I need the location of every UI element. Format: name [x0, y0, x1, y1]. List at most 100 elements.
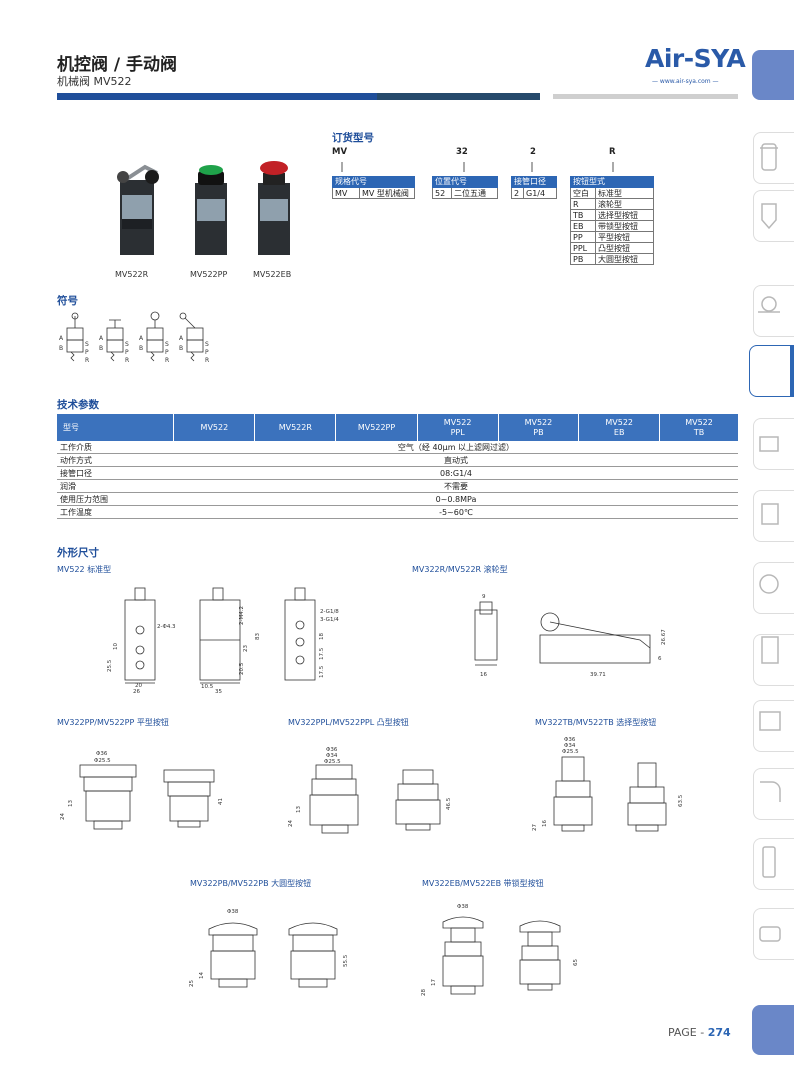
pb-drawings: Φ38 25 14 55.5	[189, 909, 349, 988]
side-icon-filter[interactable]	[753, 132, 794, 184]
button-type-desc: 标准型	[596, 188, 654, 199]
side-icon-solenoid[interactable]	[753, 562, 794, 614]
symbol-letter-b: B	[59, 345, 63, 352]
tech-row-label: 使用压力范围	[57, 492, 174, 506]
symbol-letter-r: R	[85, 357, 89, 364]
dim-text: Φ34	[326, 753, 338, 759]
symbol-letter-s: S	[165, 341, 169, 348]
header-bar-dark	[57, 93, 377, 100]
dim-text: 2-G1/8	[320, 609, 339, 615]
position-code-table: 位置代号 52 二位五通	[432, 176, 498, 199]
tech-header-row: 型号 MV522 MV522R MV522PP MV522 PPL MV522 …	[57, 414, 738, 441]
pp-drawing-label: MV322PP/MV522PP 平型按钮	[57, 718, 169, 727]
page-title: 机控阀 / 手动阀	[57, 55, 178, 75]
roller-drawings: 9 16 26.67 6 39.71	[474, 594, 667, 678]
page-number: PAGE - 274	[668, 1026, 731, 1039]
port-size-desc: G1/4	[524, 188, 557, 199]
symbol-letter-p: P	[205, 349, 209, 356]
side-icon-valve-active[interactable]	[749, 345, 794, 397]
roller-side-view	[539, 612, 651, 664]
spec-code-header: 规格代号	[332, 176, 415, 188]
bottom-tab[interactable]	[752, 1005, 794, 1055]
photo-mv522r	[117, 164, 159, 255]
brand-url: — www.air-sya.com —	[652, 78, 719, 85]
spec-code-table: 规格代号 MV MV 型机械阀	[332, 176, 415, 199]
pb-drawing-label: MV322PB/MV522PB 大圆型按钮	[190, 879, 312, 888]
side-icon-silencer[interactable]	[753, 838, 794, 890]
tech-row-label: 工作温度	[57, 505, 174, 519]
tech-row-label: 润滑	[57, 479, 174, 493]
dim-text: 25.5	[107, 659, 113, 672]
symbol-letter-p: P	[85, 349, 89, 356]
tech-row-label: 工作介质	[57, 441, 174, 454]
tb-drawing-label: MV322TB/MV522TB 选择型按钮	[535, 718, 657, 727]
dim-text: Φ38	[457, 904, 469, 910]
dim-text: 17.5	[319, 665, 325, 678]
symbol-letter-r: R	[125, 357, 129, 364]
tech-table: 型号 MV522 MV522R MV522PP MV522 PPL MV522 …	[57, 414, 738, 519]
dim-text: 14	[199, 972, 205, 979]
symbol-push	[106, 319, 124, 362]
dim-text: 9	[482, 594, 486, 600]
spec-code-key: MV	[332, 188, 360, 199]
dim-text: 23	[243, 645, 249, 652]
tb-drawings: Φ36 Φ34 Φ25.5 27 16 63.5	[532, 737, 684, 832]
std-side-view	[199, 587, 241, 684]
tech-row-value: 直动式	[173, 453, 738, 467]
button-type-desc: 带锁型按钮	[596, 221, 654, 232]
side-icon-lubricator[interactable]	[753, 190, 794, 242]
page-prefix: PAGE -	[668, 1026, 708, 1039]
symbol-letter-r: R	[165, 357, 169, 364]
dim-text: 25	[189, 980, 195, 987]
symbol-heading: 符号	[57, 295, 78, 307]
spec-code-desc: MV 型机械阀	[360, 188, 415, 199]
symbol-standard	[66, 312, 84, 362]
position-code-key: 52	[432, 188, 452, 199]
photo-label-mv522pp: MV522PP	[190, 270, 228, 279]
dim-text: 24	[60, 813, 66, 820]
tech-heading: 技术参数	[57, 399, 99, 411]
tech-col-mv522eb: MV522 EB	[578, 414, 661, 441]
dim-text: 3-G1/4	[320, 617, 339, 623]
dim-text: 63.5	[678, 794, 684, 807]
symbol-letter-a: A	[139, 335, 144, 342]
order-code-heading: 订货型号	[332, 132, 374, 144]
dim-text: 17.5	[319, 647, 325, 660]
dim-text: Φ25.5	[324, 759, 341, 765]
dim-text: Φ25.5	[562, 749, 579, 755]
dim-text: 16	[480, 672, 487, 678]
table-row: 工作介质空气（经 40μm 以上滤网过滤）	[57, 441, 738, 454]
dim-text: 20	[135, 683, 142, 689]
dim-text: 46.5	[446, 797, 452, 810]
page-subtitle: 机械阀 MV522	[57, 75, 132, 88]
photo-label-mv522r: MV522R	[115, 270, 149, 279]
side-icon-fitting[interactable]	[753, 768, 794, 820]
button-type-header: 按钮型式	[570, 176, 654, 188]
symbol-letter-s: S	[85, 341, 89, 348]
dim-text: 83	[255, 633, 261, 640]
symbol-letter-b: B	[99, 345, 103, 352]
eb-drawing-label: MV322EB/MV522EB 带锁型按钮	[422, 879, 544, 888]
port-size-key: 2	[511, 188, 524, 199]
dim-text: Φ34	[564, 743, 576, 749]
button-type-key: 空白	[570, 188, 596, 199]
order-code-part-4: R	[609, 147, 616, 157]
position-code-header: 位置代号	[432, 176, 498, 188]
tech-row-label: 接管口径	[57, 466, 174, 480]
tech-row-value: -5~60℃	[173, 505, 738, 519]
side-icon-regulator[interactable]	[753, 634, 794, 686]
table-row: 工作温度-5~60℃	[57, 505, 738, 519]
button-type-key: PB	[570, 254, 596, 265]
tech-col-mv522r: MV522R	[254, 414, 337, 441]
header-bar-light	[553, 94, 738, 99]
header-bar-mid	[377, 93, 540, 100]
symbol-letter-p: P	[125, 349, 129, 356]
order-code-part-3: 2	[530, 147, 536, 157]
top-tab[interactable]	[752, 50, 794, 100]
button-type-key: R	[570, 199, 596, 210]
tech-col-mv522tb: MV522 TB	[659, 414, 738, 441]
roller-drawing-label: MV322R/MV522R 滚轮型	[412, 565, 508, 574]
side-icon-actuator[interactable]	[753, 490, 794, 542]
side-icon-gauge[interactable]	[753, 285, 794, 337]
